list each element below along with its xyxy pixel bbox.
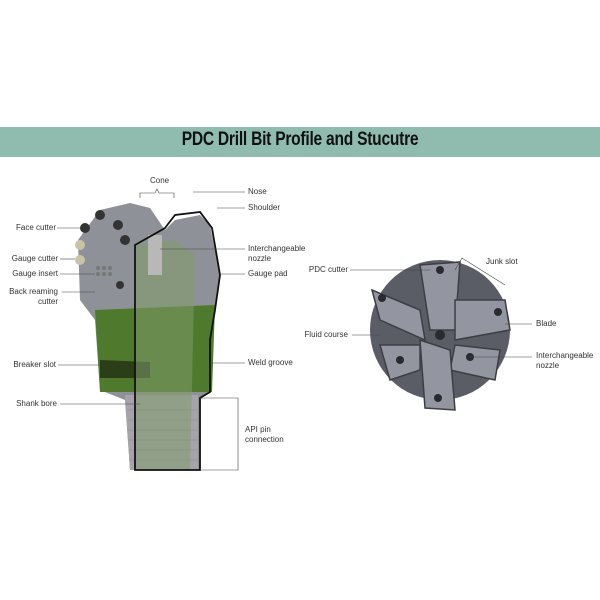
- label-shoulder: Shoulder: [248, 203, 281, 212]
- label-shank-bore: Shank bore: [16, 399, 57, 408]
- label-weld-groove: Weld groove: [248, 358, 293, 367]
- label-blade: Blade: [536, 319, 557, 328]
- label-line-2: cutter: [37, 297, 58, 306]
- label-line-2: nozzle: [248, 254, 272, 263]
- label-face-cutter: Face cutter: [15, 223, 56, 232]
- page-title: PDC Drill Bit Profile and Stucutre: [181, 129, 419, 150]
- label-junk-slot: Junk slot: [486, 257, 518, 266]
- label-cone: Cone: [150, 176, 170, 185]
- label-nose: Nose: [248, 187, 267, 196]
- label-pdc-cutter: PDC cutter: [308, 265, 348, 274]
- title-banner: [0, 127, 600, 157]
- label-gauge-insert: Gauge insert: [12, 269, 58, 278]
- label-gauge-cutter: Gauge cutter: [11, 254, 58, 263]
- label-line-1: Interchangeable: [248, 244, 306, 253]
- face-view-bit-image: [370, 260, 511, 411]
- label-line-1: Interchangeable: [536, 351, 594, 360]
- label-line-2: connection: [245, 435, 284, 444]
- label-line-1: API pin: [245, 425, 271, 434]
- label-line-2: nozzle: [536, 361, 560, 370]
- profile-leader-lines: [57, 188, 245, 471]
- label-line-1: Back reaming: [9, 287, 58, 296]
- profile-bit-image: [75, 203, 221, 471]
- label-breaker-slot: Breaker slot: [13, 360, 56, 369]
- label-gauge-pad: Gauge pad: [248, 269, 288, 278]
- label-fluid-course: Fluid course: [304, 330, 348, 339]
- face-leader-lines: [350, 257, 532, 358]
